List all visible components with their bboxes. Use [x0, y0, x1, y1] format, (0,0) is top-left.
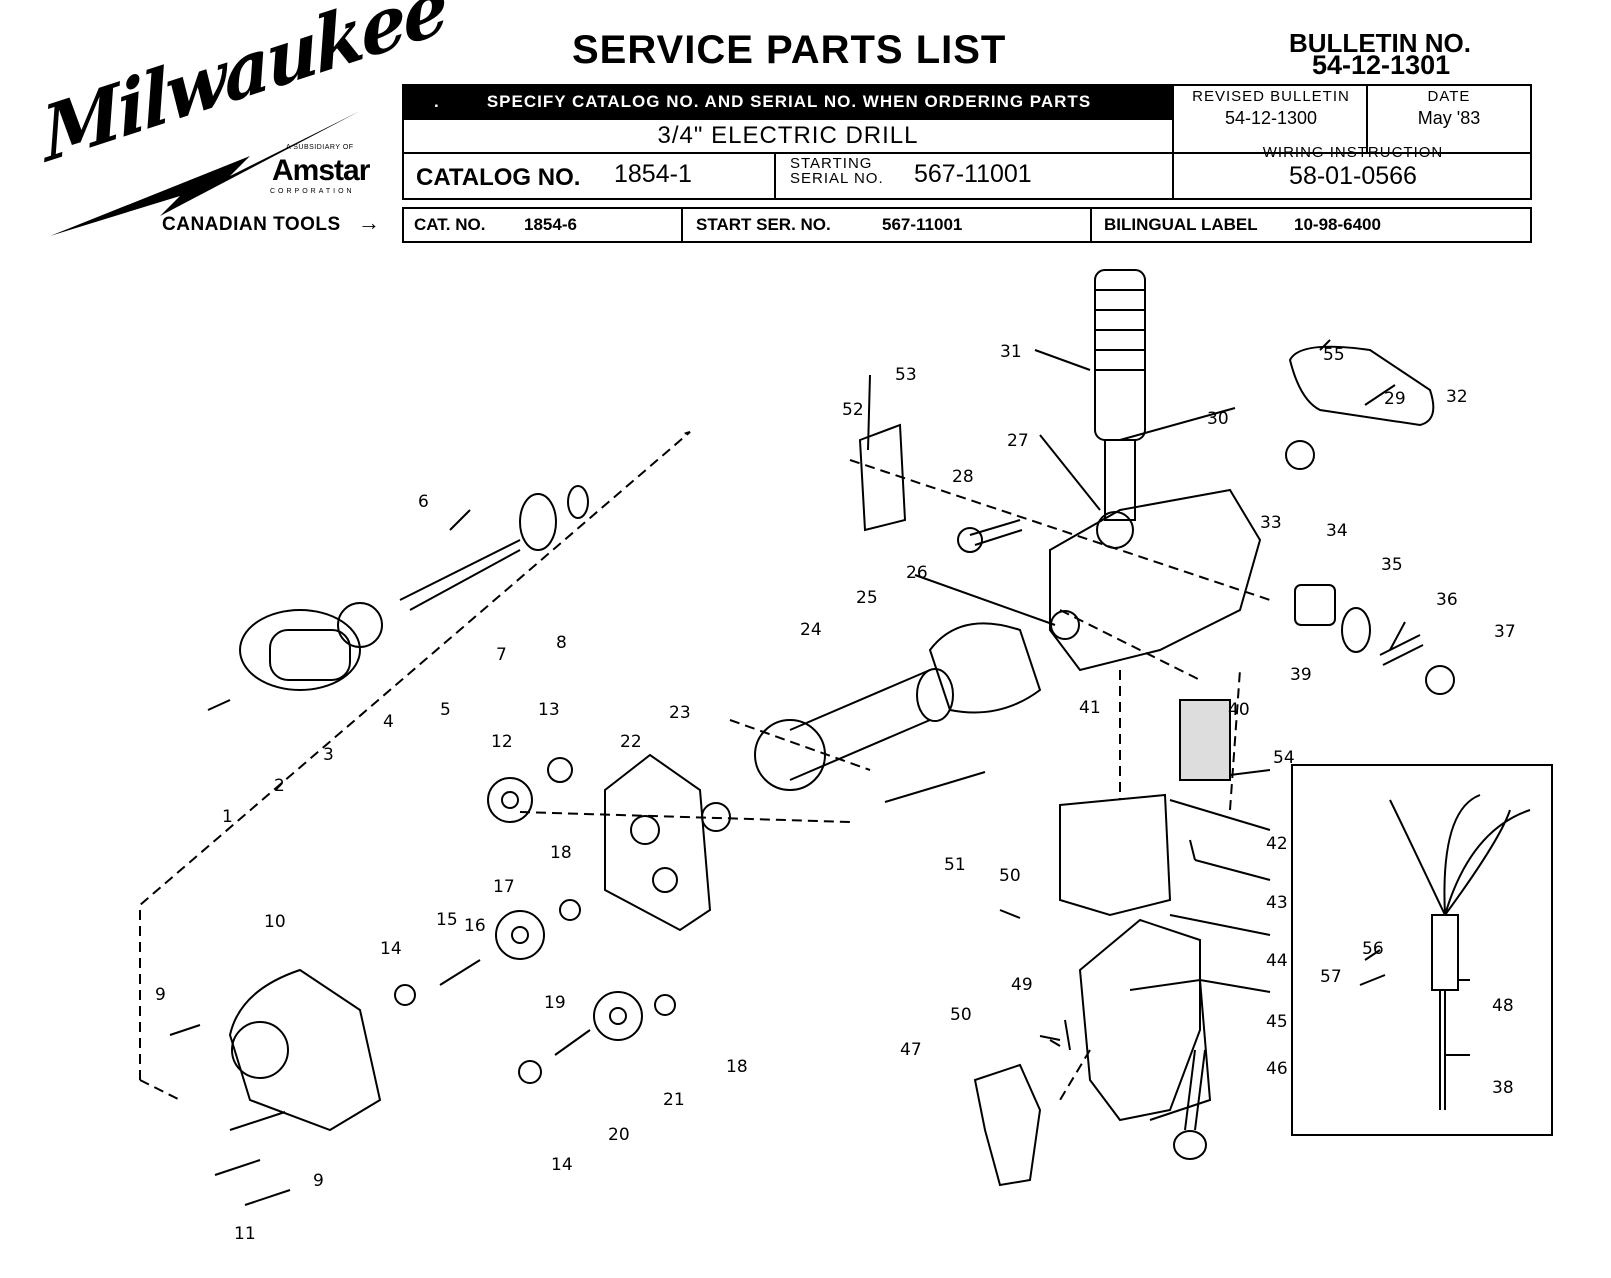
subsidiary-line: A SUBSIDIARY OF	[286, 144, 354, 151]
date-value: May '83	[1417, 108, 1481, 128]
callout-14b: 14	[551, 1155, 573, 1175]
arrow-right-icon: →	[358, 210, 380, 235]
bulletin-label: BULLETIN NO.	[1289, 28, 1471, 58]
callout-38: 38	[1492, 1078, 1514, 1098]
callout-18b: 18	[726, 1057, 748, 1077]
callout-3: 3	[323, 745, 334, 765]
can-start-number: 567-11001	[882, 215, 963, 234]
can-cat-number: 1854-6	[524, 215, 577, 234]
canadian-tools-label: CANADIAN TOOLS	[162, 214, 341, 235]
serial-number: 567-11001	[914, 160, 1032, 188]
callout-9b: 9	[313, 1171, 324, 1191]
callout-53: 53	[895, 365, 917, 385]
callout-26: 26	[906, 563, 928, 583]
bulletin-number: 54-12-1301	[1312, 50, 1451, 80]
callout-39: 39	[1290, 665, 1312, 685]
can-cat-label: CAT. NO.	[414, 215, 486, 234]
callout-15: 15	[436, 910, 458, 930]
revised-label: REVISED BULLETIN	[1192, 88, 1350, 105]
date-label: DATE	[1427, 88, 1471, 105]
callout-8: 8	[556, 633, 567, 653]
callout-49: 49	[1011, 975, 1033, 995]
callout-36: 36	[1436, 590, 1458, 610]
callout-4: 4	[383, 712, 394, 732]
can-start-label: START SER. NO.	[696, 215, 831, 234]
page-title: SERVICE PARTS LIST	[572, 28, 1007, 72]
callout-24: 24	[800, 620, 822, 640]
callout-7: 7	[496, 645, 507, 665]
callout-21: 21	[663, 1090, 685, 1110]
callout-28: 28	[952, 467, 974, 487]
callout-10: 10	[264, 912, 286, 932]
callout-13: 13	[538, 700, 560, 720]
callout-23: 23	[669, 703, 691, 723]
wiring-label: WIRING INSTRUCTION	[1262, 144, 1444, 161]
milwaukee-logo: Milwaukee A SUBSIDIARY OF Amstar CORPORA…	[39, 0, 449, 246]
callout-40: 40	[1228, 700, 1250, 720]
canadian-row: CAT. NO. 1854-6 START SER. NO. 567-11001…	[402, 207, 1532, 243]
callout-57: 57	[1320, 967, 1342, 987]
callout-20: 20	[608, 1125, 630, 1145]
callout-1: 1	[222, 807, 233, 827]
callout-11: 11	[234, 1224, 256, 1244]
callout-51: 51	[944, 855, 966, 875]
callout-32: 32	[1446, 387, 1468, 407]
callout-18a: 18	[550, 843, 572, 863]
callout-48: 48	[1492, 996, 1514, 1016]
callout-27: 27	[1007, 431, 1029, 451]
corporation-line: CORPORATION	[270, 188, 355, 195]
callout-5: 5	[440, 700, 451, 720]
callout-29: 29	[1384, 389, 1406, 409]
callout-17: 17	[493, 877, 515, 897]
bilingual-label: BILINGUAL LABEL	[1104, 215, 1258, 234]
callout-22: 22	[620, 732, 642, 752]
exploded-parts-diagram	[139, 269, 1553, 1206]
callout-43: 43	[1266, 893, 1288, 913]
callout-45: 45	[1266, 1012, 1288, 1032]
callout-46: 46	[1266, 1059, 1288, 1079]
revised-number: 54-12-1300	[1224, 108, 1318, 128]
callout-56: 56	[1362, 939, 1384, 959]
callout-55: 55	[1323, 345, 1345, 365]
catalog-number: 1854-1	[614, 160, 692, 188]
callout-9a: 9	[155, 985, 166, 1005]
bilingual-number: 10-98-6400	[1294, 215, 1381, 234]
amstar-name: Amstar	[272, 154, 370, 187]
callout-34: 34	[1326, 521, 1348, 541]
product-name: 3/4" ELECTRIC DRILL	[657, 122, 919, 149]
callout-50b: 50	[950, 1005, 972, 1025]
wiring-number: 58-01-0566	[1289, 162, 1417, 190]
callout-41: 41	[1079, 698, 1101, 718]
callout-16: 16	[464, 916, 486, 936]
callout-52: 52	[842, 400, 864, 420]
header-table: .SPECIFY CATALOG NO. AND SERIAL NO. WHEN…	[402, 84, 1532, 200]
callout-44: 44	[1266, 951, 1288, 971]
callout-35: 35	[1381, 555, 1403, 575]
callout-42: 42	[1266, 834, 1288, 854]
ordering-note: SPECIFY CATALOG NO. AND SERIAL NO. WHEN …	[486, 92, 1092, 111]
callout-54: 54	[1273, 748, 1295, 768]
catalog-label: CATALOG NO.	[416, 164, 581, 191]
callout-31: 31	[1000, 342, 1022, 362]
callout-12: 12	[491, 732, 513, 752]
callout-6: 6	[418, 492, 429, 512]
callout-37: 37	[1494, 622, 1516, 642]
callout-19: 19	[544, 993, 566, 1013]
callout-25: 25	[856, 588, 878, 608]
callout-30: 30	[1207, 409, 1229, 429]
callout-14a: 14	[380, 939, 402, 959]
ordering-note-bar: .SPECIFY CATALOG NO. AND SERIAL NO. WHEN…	[404, 86, 1174, 118]
callout-33: 33	[1260, 513, 1282, 533]
callout-2: 2	[274, 776, 285, 796]
callout-50a: 50	[999, 866, 1021, 886]
callout-47: 47	[900, 1040, 922, 1060]
